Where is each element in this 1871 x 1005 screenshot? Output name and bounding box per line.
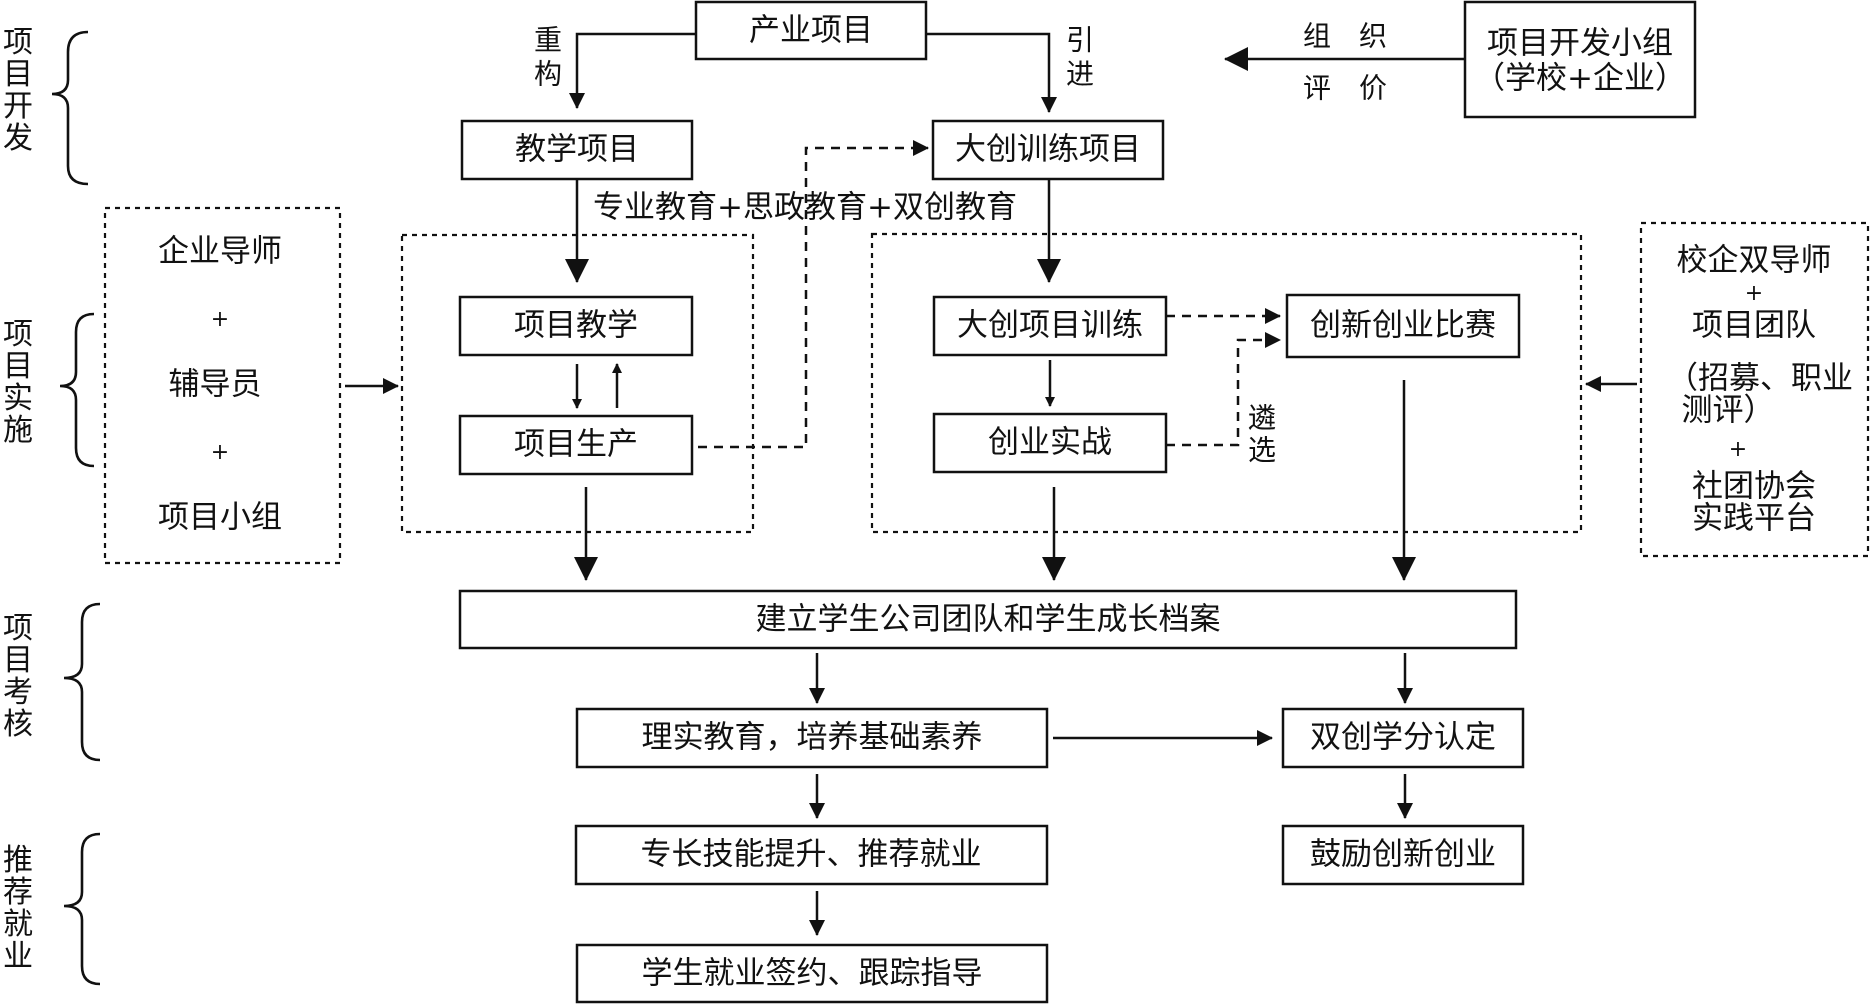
skill-improvement-box: [574, 824, 1049, 886]
left-support-plus2: +: [211, 440, 229, 465]
innovation-competition-label: 创新创业比赛: [1310, 308, 1496, 344]
credit-recognition-label: 双创学分认定: [1310, 720, 1496, 756]
brace-employ: [63, 832, 101, 986]
left-support-box: [103, 206, 342, 565]
left-support-line3: 项目小组: [158, 500, 282, 536]
dachuang-training-box: [932, 295, 1168, 357]
production-to-training-project-dashed-arrow: [698, 140, 929, 449]
section-assess-char: 项: [3, 611, 33, 646]
right-support-line5: 社团协会: [1692, 469, 1816, 505]
dachuang-training-label: 大创项目训练: [957, 308, 1143, 344]
introduce-label-char: 进: [1066, 58, 1094, 91]
right-support-line6: 实践平台: [1692, 501, 1816, 537]
restructure-label-char: 构: [534, 58, 562, 91]
right-support-line1: 校企双导师: [1677, 243, 1832, 279]
section-impl-char: 实: [3, 381, 33, 416]
section-dev-char: 发: [3, 121, 33, 156]
employment-signing-label: 学生就业签约、跟踪指导: [642, 956, 983, 992]
encourage-startup-box: [1281, 824, 1525, 886]
organize-label: 组 织: [1303, 20, 1387, 53]
teaching-project-label: 教学项目: [515, 132, 639, 168]
innovation-area-box: [870, 232, 1583, 534]
dachuang-training-project-label: 大创训练项目: [955, 132, 1141, 168]
restructure-arrow: [569, 32, 696, 109]
section-label-impl: 项 目 实 施: [3, 317, 33, 448]
restructure-label-char: 重: [534, 24, 562, 57]
brace-dev: [51, 30, 89, 186]
industry-project-label: 产业项目: [749, 13, 873, 49]
employment-signing-box: [575, 943, 1049, 1004]
evaluate-label: 评 价: [1303, 72, 1387, 105]
right-support-plus1: +: [1745, 281, 1763, 306]
section-assess-char: 目: [3, 643, 33, 678]
dev-group-line2: （学校+企业）: [1474, 61, 1686, 97]
student-company-label: 建立学生公司团队和学生成长档案: [756, 602, 1221, 638]
industry-project-box: [694, 0, 928, 61]
section-impl-char: 施: [3, 413, 33, 448]
section-dev-char: 目: [3, 57, 33, 92]
dev-group-box: [1463, 0, 1697, 119]
right-support-box: [1639, 221, 1870, 558]
skill-improvement-label: 专长技能提升、推荐就业: [641, 837, 982, 873]
left-support-plus1: +: [211, 307, 229, 332]
left-support-line1: 企业导师: [158, 234, 282, 270]
project-production-label: 项目生产: [514, 427, 638, 463]
innovation-competition-box: [1285, 293, 1521, 359]
project-teaching-box: [458, 295, 694, 357]
section-impl-char: 目: [3, 349, 33, 384]
left-support-line2: 辅导员: [169, 367, 262, 403]
right-support-line3: （招募、职业: [1667, 361, 1853, 397]
dev-group-line1: 项目开发小组: [1487, 26, 1673, 62]
section-label-assess: 项 目 考 核: [3, 611, 33, 742]
section-employ-char: 推: [3, 843, 33, 878]
introduce-arrow: [926, 32, 1057, 113]
encourage-startup-label: 鼓励创新创业: [1310, 837, 1496, 873]
section-dev-char: 开: [3, 89, 33, 124]
project-production-box: [458, 414, 694, 476]
startup-practice-box: [932, 412, 1168, 474]
section-dev-char: 项: [3, 25, 33, 60]
brace-assess: [63, 602, 101, 762]
right-support-line4: 测评）: [1682, 393, 1775, 429]
section-assess-char: 核: [3, 707, 33, 742]
credit-recognition-box: [1281, 707, 1525, 769]
teaching-area-box: [400, 233, 755, 534]
right-support-line2: 项目团队: [1692, 308, 1816, 344]
brace-impl: [59, 312, 95, 468]
section-employ-char: 业: [3, 939, 33, 974]
basic-quality-label: 理实教育，培养基础素养: [642, 720, 983, 756]
selection-label-char: 选: [1248, 434, 1276, 467]
section-impl-char: 项: [3, 317, 33, 352]
basic-quality-box: [575, 707, 1049, 769]
project-teaching-label: 项目教学: [514, 308, 638, 344]
section-assess-char: 考: [3, 675, 33, 710]
startup-practice-label: 创业实战: [988, 425, 1112, 461]
section-label-dev: 项 目 开 发: [3, 25, 33, 156]
introduce-label-char: 引: [1066, 24, 1094, 57]
student-company-box: [458, 589, 1518, 650]
right-support-plus2: +: [1729, 437, 1747, 462]
selection-label-char: 遴: [1248, 402, 1276, 435]
section-label-employ: 推 荐 就 业: [3, 843, 33, 974]
section-employ-char: 荐: [3, 875, 33, 910]
practice-to-competition-dashed-arrow: [1166, 332, 1281, 447]
section-employ-char: 就: [3, 907, 33, 942]
